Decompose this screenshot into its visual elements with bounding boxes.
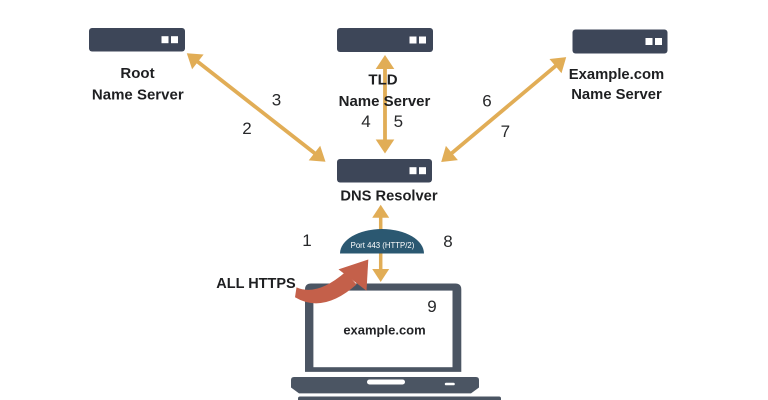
svg-text:Example.com: Example.com bbox=[569, 67, 664, 83]
svg-text:Name Server: Name Server bbox=[571, 87, 662, 103]
svg-text:Port 443 (HTTP/2): Port 443 (HTTP/2) bbox=[351, 241, 415, 250]
svg-text:Name Server: Name Server bbox=[339, 93, 431, 110]
svg-text:ALL HTTPS: ALL HTTPS bbox=[216, 276, 296, 292]
svg-text:9: 9 bbox=[427, 297, 436, 316]
svg-text:DNS Resolver: DNS Resolver bbox=[340, 189, 437, 205]
svg-text:1: 1 bbox=[302, 231, 311, 250]
svg-text:5: 5 bbox=[394, 112, 403, 131]
svg-text:example.com: example.com bbox=[343, 323, 425, 338]
svg-text:8: 8 bbox=[443, 232, 452, 251]
svg-text:4: 4 bbox=[361, 112, 370, 131]
svg-text:TLD: TLD bbox=[368, 72, 397, 89]
svg-text:2: 2 bbox=[242, 119, 251, 138]
svg-text:3: 3 bbox=[272, 91, 281, 110]
svg-text:Name Server: Name Server bbox=[92, 87, 184, 104]
svg-text:Root: Root bbox=[120, 65, 154, 82]
svg-text:7: 7 bbox=[501, 122, 510, 141]
svg-text:6: 6 bbox=[482, 92, 491, 111]
